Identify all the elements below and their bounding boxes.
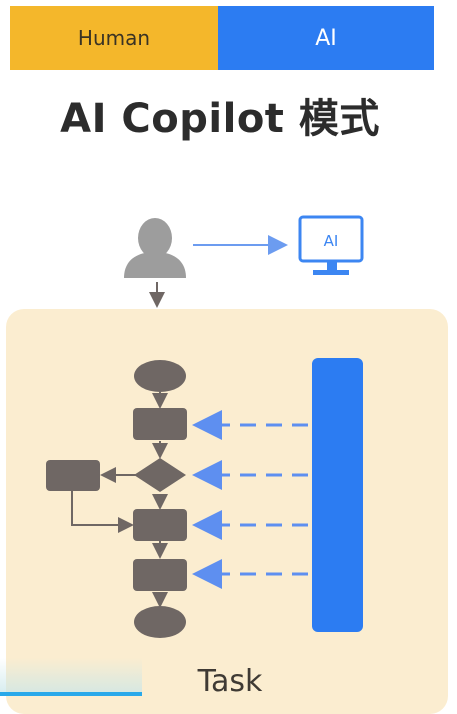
video-overlay-strip: [0, 658, 142, 692]
flow-process-node-3: [133, 559, 187, 591]
legend-human: Human: [10, 6, 218, 70]
person-icon: [124, 218, 186, 278]
ai-assist-bar: [312, 358, 363, 632]
flow-end-node: [134, 606, 186, 638]
flow-process-node-2: [133, 509, 187, 541]
legend-ai: AI: [218, 6, 434, 70]
monitor-label: AI: [324, 232, 339, 250]
flow-side-node: [46, 460, 100, 491]
task-panel: [6, 309, 448, 714]
monitor-icon: AI: [298, 215, 364, 275]
video-progress-bar[interactable]: [0, 692, 142, 696]
task-label: Task: [197, 664, 263, 699]
legend: Human AI: [10, 6, 434, 70]
flow-process-node-1: [133, 408, 187, 440]
page-title: AI Copilot 模式: [60, 96, 380, 142]
flow-start-node: [134, 360, 186, 392]
flow-decision-node: [134, 458, 186, 492]
